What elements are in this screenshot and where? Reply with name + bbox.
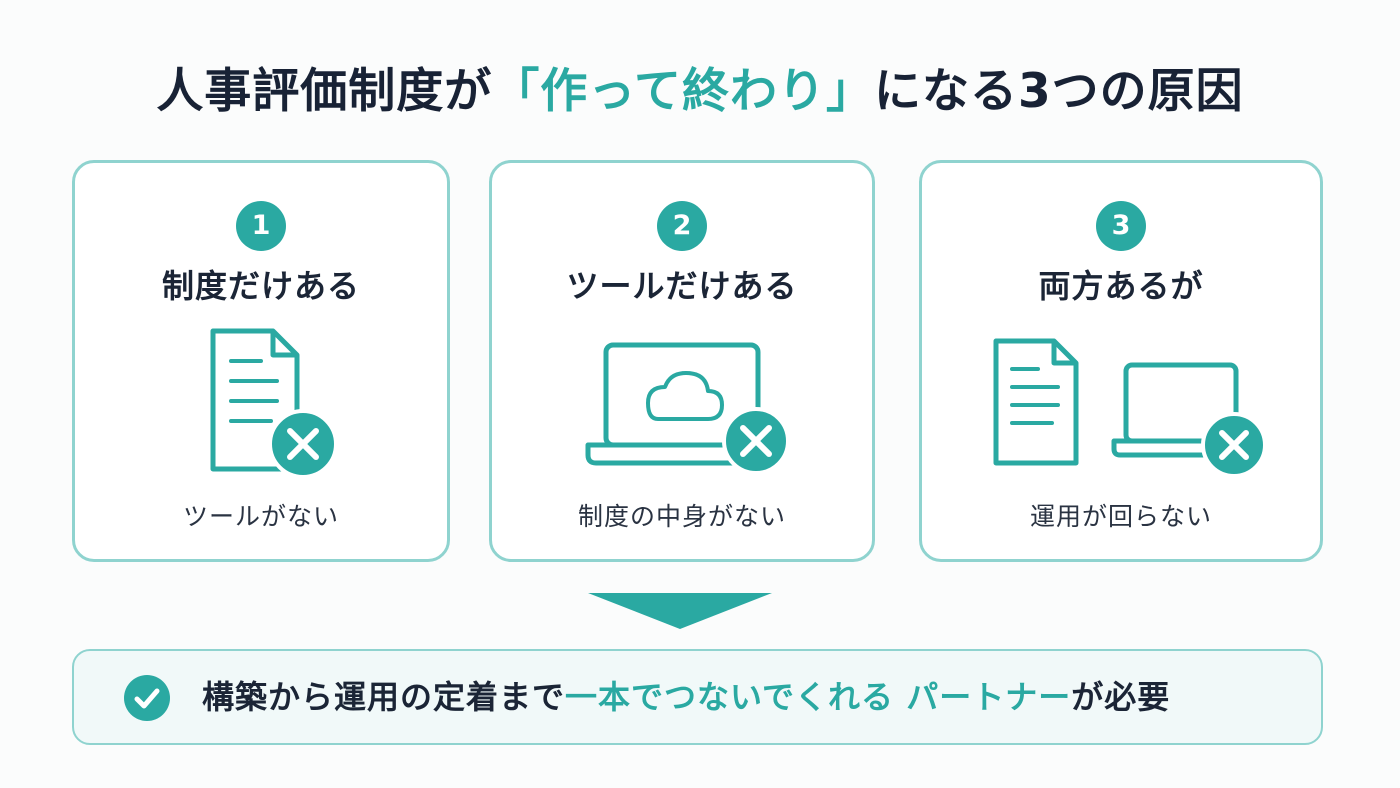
conclusion-prefix: 構築から運用の定着まで — [202, 678, 566, 716]
cause-card-3: 3 両方あるが 運用が回らない — [919, 160, 1323, 562]
card-illustration — [922, 323, 1320, 483]
cross-badge-icon — [1201, 412, 1266, 478]
title-suffix: になる3つの原因 — [873, 64, 1244, 119]
cause-card-2: 2 ツールだけある 制度の中身がない — [489, 160, 875, 562]
number-badge: 1 — [236, 201, 286, 251]
title-highlight: 「作って終わり」 — [492, 64, 874, 119]
conclusion-banner: 構築から運用の定着まで一本でつないでくれる パートナーが必要 — [72, 649, 1323, 745]
cause-card-1: 1 制度だけある ツールがない — [72, 160, 450, 562]
conclusion-highlight: 一本でつないでくれる パートナー — [565, 678, 1072, 716]
check-circle-icon — [124, 675, 170, 721]
card-title: 両方あるが — [1038, 267, 1204, 305]
title-prefix: 人事評価制度が — [156, 64, 493, 119]
number-badge: 2 — [657, 201, 707, 251]
card-title: ツールだけある — [566, 267, 798, 305]
card-subtitle: 制度の中身がない — [577, 502, 786, 531]
cross-badge-icon — [268, 409, 338, 479]
cross-badge-icon — [722, 407, 790, 475]
card-illustration — [75, 323, 447, 483]
card-subtitle: 運用が回らない — [1029, 502, 1212, 531]
cloud-icon — [646, 371, 724, 421]
down-arrow-icon — [588, 593, 772, 629]
number-badge: 3 — [1096, 201, 1146, 251]
conclusion-text: 構築から運用の定着まで一本でつないでくれる パートナーが必要 — [202, 651, 1170, 743]
card-illustration — [492, 323, 872, 483]
card-title: 制度だけある — [161, 267, 360, 305]
page-title: 人事評価制度が「作って終わり」になる3つの原因 — [0, 52, 1400, 121]
card-subtitle: ツールがない — [182, 502, 339, 531]
document-icon — [993, 338, 1079, 466]
conclusion-suffix: が必要 — [1071, 678, 1171, 716]
